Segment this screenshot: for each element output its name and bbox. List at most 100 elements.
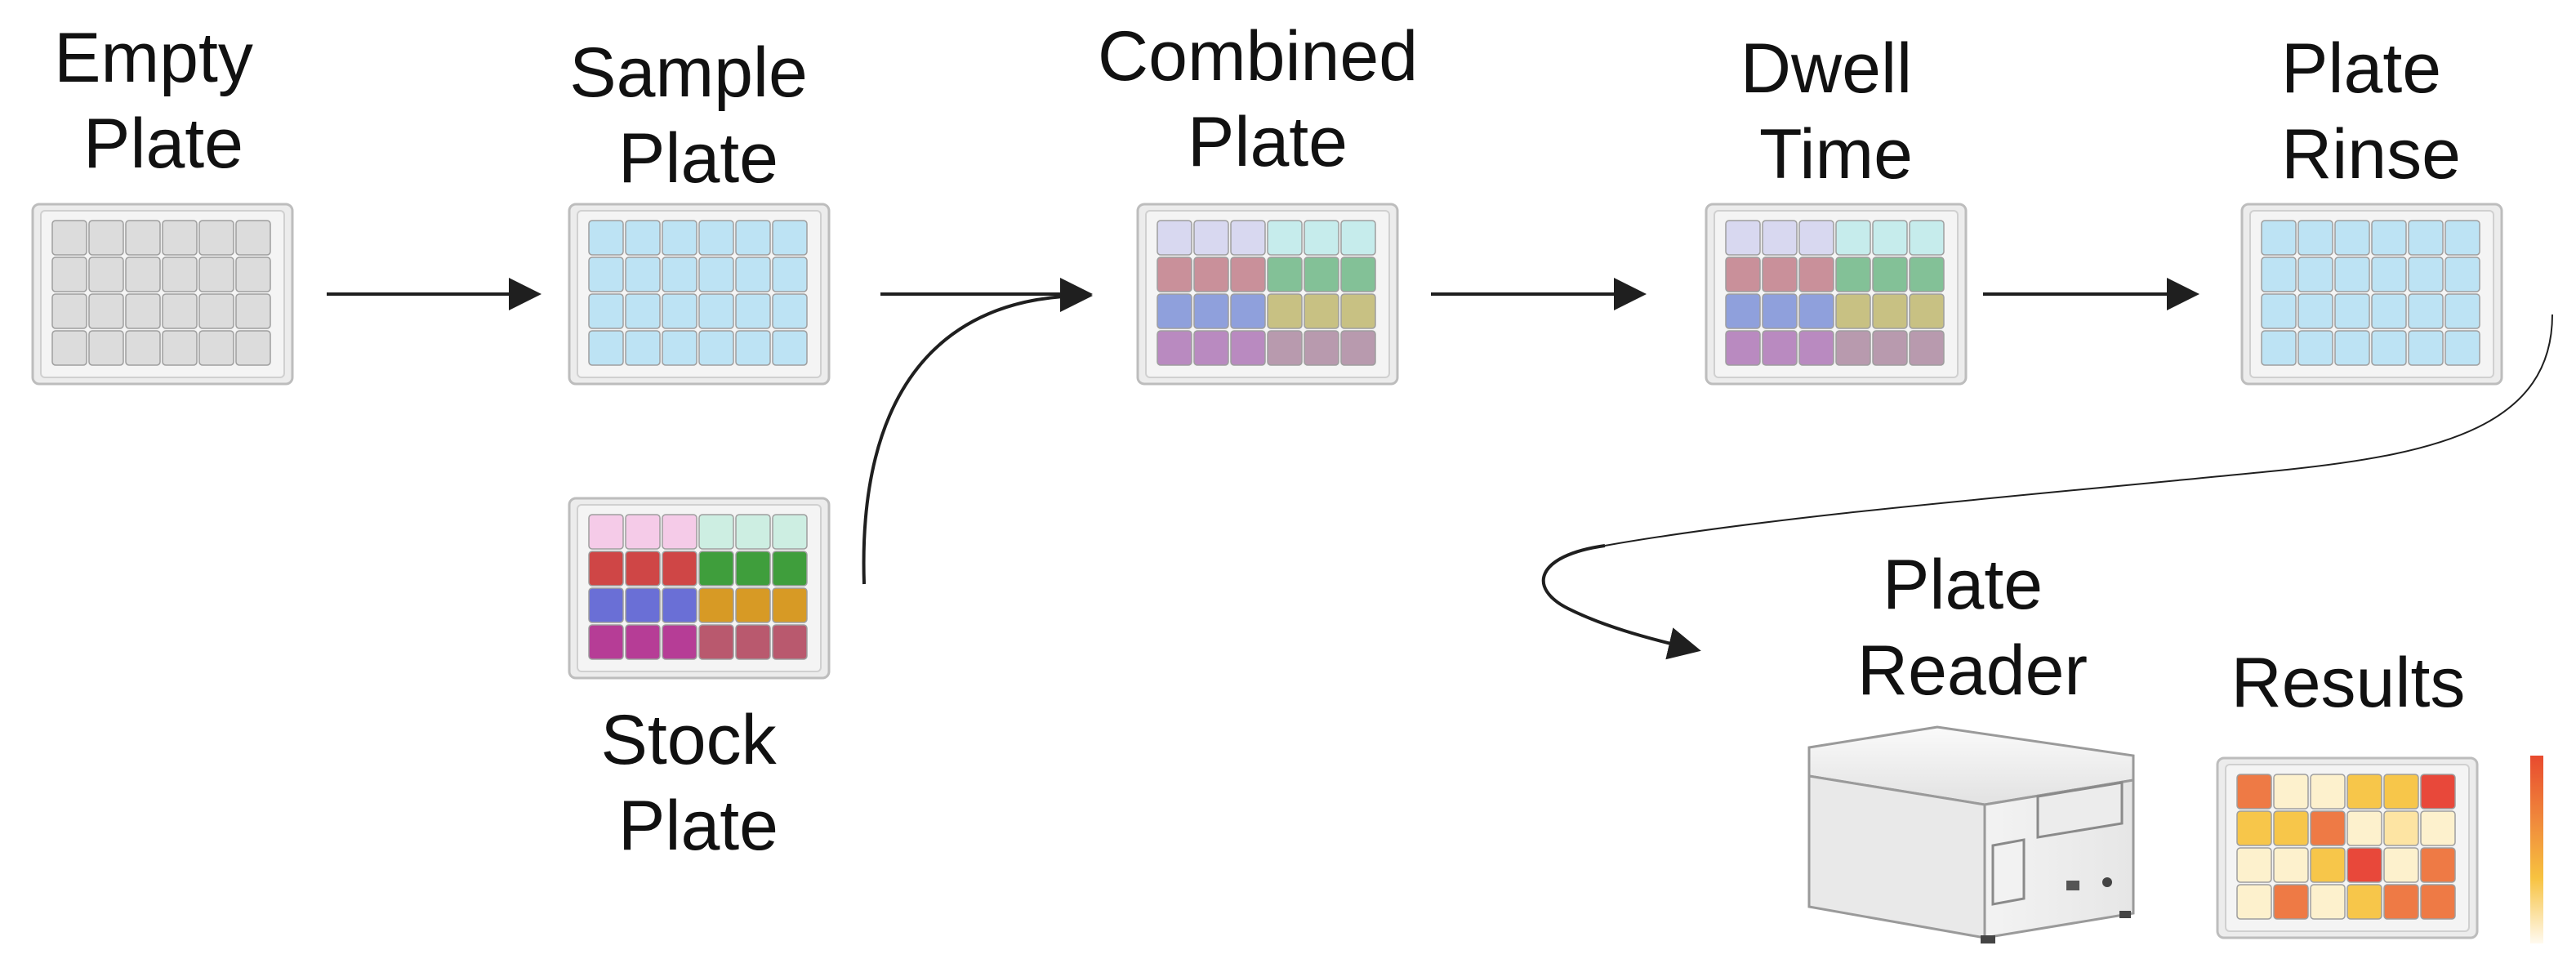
plate-well	[1835, 330, 1871, 366]
plate-well	[1157, 220, 1192, 256]
plate-well	[772, 514, 808, 550]
plate-well	[2445, 293, 2480, 329]
plate-well	[2236, 884, 2272, 920]
plate-well	[235, 293, 271, 329]
plate-well	[1340, 220, 1376, 256]
plate-well	[1267, 293, 1303, 329]
plate-well	[2408, 293, 2444, 329]
plate-well	[88, 293, 124, 329]
plate-well	[2420, 847, 2456, 883]
plate-well	[662, 514, 697, 550]
plate-well	[1798, 330, 1834, 366]
plate-well	[2371, 256, 2407, 292]
plate-well	[2383, 847, 2419, 883]
results-label: Results	[2231, 644, 2466, 722]
plate-well	[698, 551, 734, 587]
plate-well	[1762, 256, 1798, 292]
plate-well	[735, 587, 771, 623]
plate-well	[2273, 847, 2309, 883]
plate-well	[2273, 810, 2309, 846]
empty-plate-label: Empty Plate	[54, 19, 273, 183]
sample-plate	[568, 203, 831, 386]
plate-well	[735, 256, 771, 292]
plate-well	[698, 330, 734, 366]
plate-well	[588, 330, 624, 366]
plate-well	[1157, 256, 1192, 292]
plate-well	[2310, 847, 2346, 883]
plate-well	[1909, 256, 1945, 292]
plate-well	[1835, 220, 1871, 256]
reader-button-icon	[2102, 877, 2112, 887]
arrow-rinse-to-reader	[1541, 544, 1701, 660]
plate-well	[88, 256, 124, 292]
plate-well	[625, 293, 661, 329]
plate-well	[1157, 293, 1192, 329]
plate-well	[1798, 293, 1834, 329]
plate-well	[1872, 220, 1908, 256]
plate-well	[588, 256, 624, 292]
plate-well	[1872, 256, 1908, 292]
plate-well	[735, 551, 771, 587]
plate-well	[588, 624, 624, 660]
plate-well	[1340, 256, 1376, 292]
empty-plate	[31, 203, 294, 386]
plate-well	[662, 624, 697, 660]
plate-well	[1725, 256, 1761, 292]
plate-well	[51, 256, 87, 292]
plate-well	[51, 330, 87, 366]
plate-well	[1762, 330, 1798, 366]
plate-well	[2273, 884, 2309, 920]
plate-well	[735, 293, 771, 329]
plate-well	[1230, 330, 1266, 366]
plate-well	[1872, 330, 1908, 366]
plate-well	[1304, 256, 1339, 292]
plate-well	[735, 514, 771, 550]
plate-well	[2310, 810, 2346, 846]
plate-well	[198, 220, 234, 256]
plate-well	[735, 220, 771, 256]
plate-well	[1835, 293, 1871, 329]
plate-well	[125, 220, 161, 256]
heat-scale-bar	[2530, 756, 2543, 943]
plate-well	[2383, 810, 2419, 846]
results-plate	[2216, 756, 2479, 939]
plate-well	[772, 330, 808, 366]
reader-foot	[1981, 935, 1995, 943]
plate-well	[1725, 330, 1761, 366]
plate-well	[2346, 774, 2382, 810]
plate-well	[625, 551, 661, 587]
plate-well	[125, 256, 161, 292]
plate-well	[51, 220, 87, 256]
plate-well	[1230, 256, 1266, 292]
stock-plate-label: Stock Plate	[601, 701, 796, 865]
plate-well	[1340, 293, 1376, 329]
dwell-time-plate	[1705, 203, 1968, 386]
plate-well	[235, 256, 271, 292]
plate-well	[2371, 330, 2407, 366]
plate-well	[2310, 884, 2346, 920]
combined-plate-label: Combined Plate	[1098, 17, 1437, 181]
plate-well	[1304, 330, 1339, 366]
plate-well	[1230, 220, 1266, 256]
reader-side-door	[1991, 838, 2026, 906]
plate-well	[1725, 293, 1761, 329]
plate-well	[588, 551, 624, 587]
plate-well	[2297, 256, 2333, 292]
plate-well	[1762, 220, 1798, 256]
plate-reader-instrument	[1807, 725, 2135, 943]
plate-well	[2383, 774, 2419, 810]
plate-well	[2261, 220, 2297, 256]
plate-well	[2346, 884, 2382, 920]
plate-well	[2334, 256, 2370, 292]
plate-well	[1340, 330, 1376, 366]
plate-well	[162, 330, 198, 366]
plate-well	[2420, 810, 2456, 846]
plate-well	[698, 624, 734, 660]
plate-well	[2236, 774, 2272, 810]
plate-well	[1909, 220, 1945, 256]
plate-well	[2236, 847, 2272, 883]
plate-well	[1725, 220, 1761, 256]
plate-well	[51, 293, 87, 329]
arrow-stock-to-combined	[862, 279, 1093, 585]
plate-well	[698, 220, 734, 256]
